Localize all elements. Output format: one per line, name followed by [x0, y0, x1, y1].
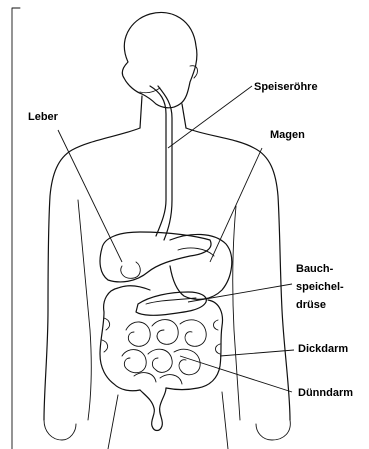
liver — [100, 232, 211, 282]
frame-line — [12, 8, 20, 449]
label-bauchspeicheldruese-3: drüse — [296, 299, 326, 311]
leader-dickdarm — [220, 350, 294, 356]
stomach — [170, 234, 232, 299]
label-dickdarm: Dickdarm — [298, 343, 348, 355]
esophagus — [150, 86, 166, 236]
label-leber: Leber — [28, 111, 59, 123]
label-speiseroehre: Speiseröhre — [254, 81, 318, 93]
rectum — [140, 388, 166, 431]
label-duenndarm: Dünndarm — [298, 387, 353, 399]
leader-magen — [210, 148, 262, 262]
leader-bauchspeicheldruese — [188, 284, 292, 302]
leader-lines — [58, 86, 294, 392]
leader-speiseroehre — [168, 86, 252, 148]
label-bauchspeicheldruese-1: Bauch- — [296, 263, 334, 275]
label-bauchspeicheldruese-2: speichel- — [296, 281, 344, 293]
small-intestine — [122, 320, 206, 384]
leader-leber — [58, 130, 122, 262]
label-magen: Magen — [270, 129, 305, 141]
